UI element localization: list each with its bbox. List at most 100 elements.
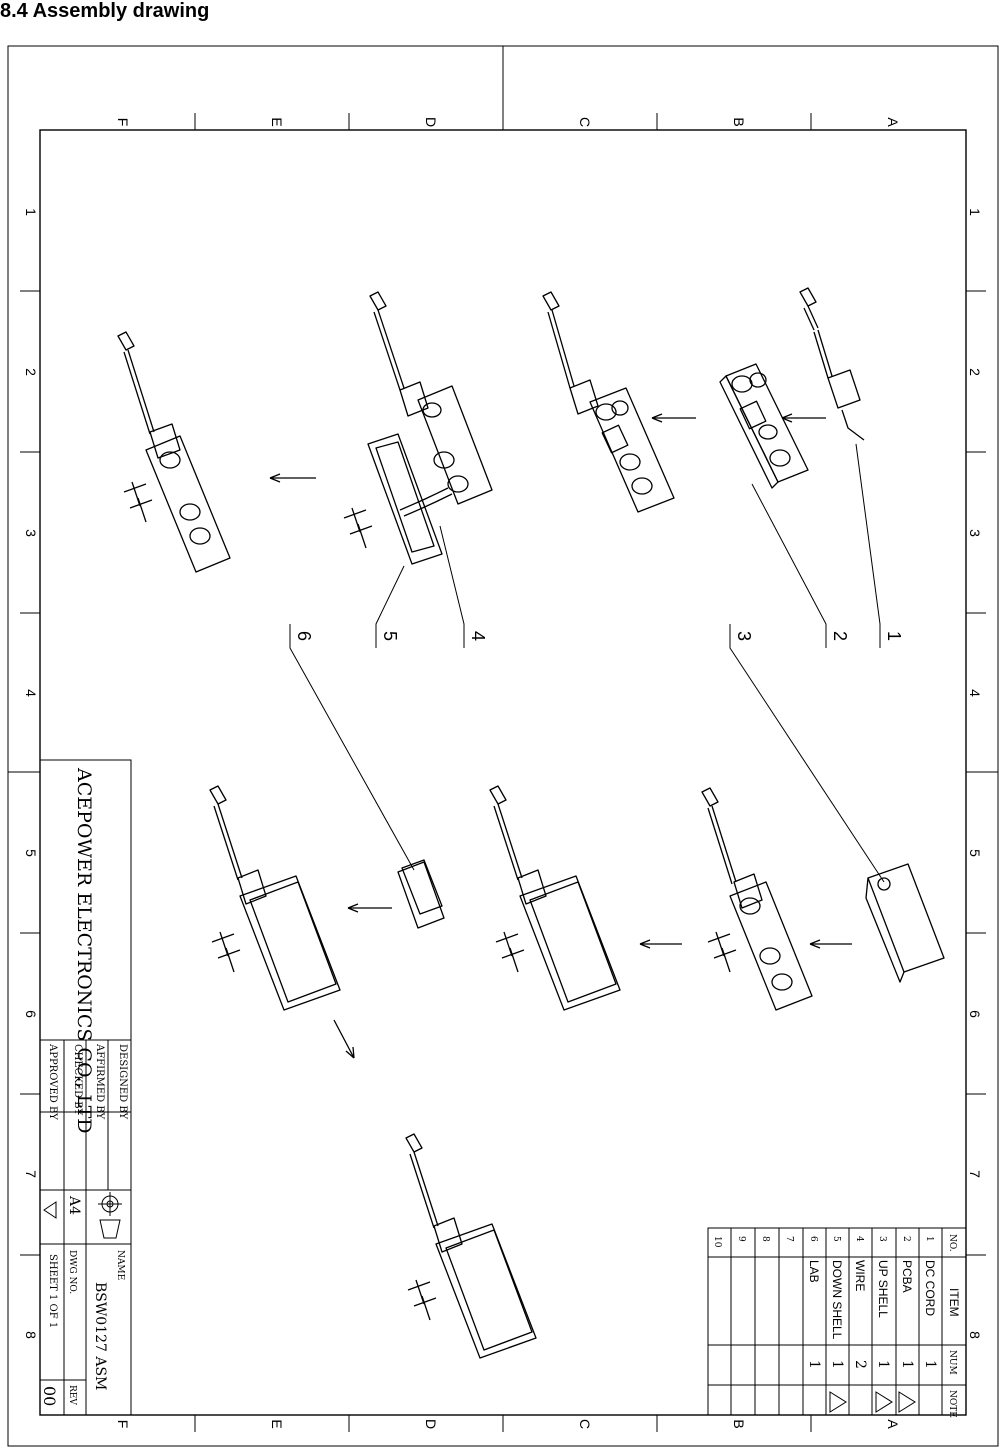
zone-letter: B bbox=[731, 1419, 747, 1428]
zone-letter: C bbox=[577, 1419, 593, 1429]
bom-row-num: 1 bbox=[875, 1360, 891, 1369]
zone-ticks bbox=[20, 113, 986, 1432]
bom-row-no: 2 bbox=[901, 1236, 911, 1242]
company-name: ACEPOWER ELECTRONICS CO., LTD bbox=[73, 767, 95, 1134]
zone-number: 4 bbox=[967, 689, 983, 697]
bom-row-num: 1 bbox=[806, 1360, 822, 1369]
zone-number: 4 bbox=[23, 689, 39, 697]
designed-by-label: DESIGNED BY bbox=[117, 1044, 128, 1120]
zone-number: 3 bbox=[967, 529, 983, 537]
bom-row-item: PCBA bbox=[900, 1260, 914, 1293]
checked-by-label: CHECKED BY bbox=[72, 1044, 83, 1115]
internal-assembly-complete bbox=[117, 331, 231, 573]
dwg-no-label: DWG NO. bbox=[67, 1250, 77, 1294]
zone-number: 1 bbox=[967, 208, 983, 216]
approved-by-label: APPROVED BY bbox=[47, 1043, 58, 1120]
zone-number: 6 bbox=[23, 1010, 39, 1018]
zone-number: 7 bbox=[23, 1170, 39, 1178]
final-adapter bbox=[405, 1133, 537, 1359]
bom-header-item: ITEM bbox=[947, 1288, 961, 1317]
bom-row-item: WIRE bbox=[853, 1260, 867, 1291]
zone-numbers-right: 1 2 3 4 5 6 7 8 bbox=[967, 208, 983, 1339]
callout-number: 5 bbox=[380, 631, 400, 641]
warning-triangle-icon bbox=[43, 1201, 57, 1219]
revision: 00 bbox=[40, 1386, 59, 1406]
drawing-name: BSW0127 ASM bbox=[92, 1282, 108, 1390]
zone-letter: A bbox=[885, 117, 901, 127]
wire-and-down-shell-assembly bbox=[343, 291, 493, 565]
bom-table bbox=[707, 1227, 967, 1416]
bom-row-no: 3 bbox=[877, 1236, 887, 1242]
zone-number: 3 bbox=[23, 529, 39, 537]
bom-row-num: 1 bbox=[829, 1360, 845, 1369]
zone-number: 6 bbox=[967, 1010, 983, 1018]
zone-letter: A bbox=[885, 1419, 901, 1429]
callout-number: 4 bbox=[468, 631, 488, 641]
zone-number: 5 bbox=[967, 849, 983, 857]
zone-letter: B bbox=[731, 117, 747, 126]
bom-row-num: 1 bbox=[899, 1360, 915, 1369]
name-label: NAME bbox=[115, 1250, 125, 1280]
title-block-text: ACEPOWER ELECTRONICS CO., LTD DESIGNED B… bbox=[40, 767, 128, 1406]
callout-number: 6 bbox=[294, 631, 314, 641]
zone-letter: F bbox=[115, 118, 131, 127]
zone-number: 1 bbox=[23, 208, 39, 216]
zone-number: 2 bbox=[23, 368, 39, 376]
zone-numbers-left: 1 2 3 4 5 6 7 8 bbox=[23, 208, 39, 1339]
bom-row-no: 8 bbox=[760, 1236, 770, 1242]
zone-letter: F bbox=[115, 1420, 131, 1429]
zone-number: 5 bbox=[23, 849, 39, 857]
bom-row-no: 5 bbox=[831, 1236, 841, 1242]
zone-number: 8 bbox=[967, 1331, 983, 1339]
bom-row-item: DOWN SHELL bbox=[830, 1260, 844, 1340]
zone-number: 8 bbox=[23, 1331, 39, 1339]
zone-letter: E bbox=[269, 1419, 285, 1428]
closed-adapter-step bbox=[489, 785, 621, 1011]
bom-header-no: NO. bbox=[947, 1234, 957, 1252]
zone-letter: D bbox=[423, 1419, 439, 1429]
bom-note-warning-icons bbox=[829, 1391, 916, 1413]
bom-row-num: 1 bbox=[922, 1360, 938, 1369]
bom-row-item: LAB bbox=[807, 1260, 821, 1283]
title-block bbox=[39, 759, 132, 1416]
bom-text: NO. ITEM NUM NOTE 1 DC CORD 1 2 PCBA 1 3… bbox=[712, 1234, 961, 1418]
bom-row-item: UP SHELL bbox=[876, 1260, 890, 1318]
zone-letters-bottom: F E D C B A bbox=[115, 1419, 901, 1429]
zone-letter: D bbox=[423, 117, 439, 127]
bom-row-no: 9 bbox=[736, 1236, 746, 1242]
callout-number: 1 bbox=[884, 631, 904, 641]
bom-row-no: 7 bbox=[784, 1236, 794, 1242]
affirmed-by-label: AFFIRMED BY bbox=[94, 1043, 105, 1119]
up-shell-part bbox=[865, 863, 945, 983]
callout-numbers: 1 2 3 4 5 6 bbox=[294, 631, 904, 641]
pcba-part bbox=[719, 363, 809, 489]
bom-row-no: 6 bbox=[808, 1236, 818, 1242]
bom-row-item: DC CORD bbox=[923, 1260, 937, 1316]
zone-number: 2 bbox=[967, 368, 983, 376]
paper-size: A4 bbox=[66, 1195, 82, 1215]
rev-label: REV bbox=[67, 1385, 77, 1405]
assembly-arrows bbox=[269, 413, 852, 1059]
bom-header-num: NUM bbox=[947, 1350, 957, 1375]
inner-frame bbox=[39, 129, 967, 1416]
callout-number: 2 bbox=[830, 631, 850, 641]
label-part bbox=[397, 859, 445, 929]
zone-number: 7 bbox=[967, 1170, 983, 1178]
dc-cord-part bbox=[799, 287, 865, 441]
pcba-with-cord-assembly bbox=[542, 291, 675, 513]
labeled-adapter bbox=[209, 785, 341, 1011]
projection-symbol-icon bbox=[98, 1192, 122, 1239]
zone-letters-top: F E D C B A bbox=[115, 117, 901, 127]
assembly-step-insert-into-shell bbox=[701, 787, 813, 1011]
callout-leaders bbox=[289, 443, 885, 883]
sheet-count: SHEET 1 OF 1 bbox=[47, 1254, 58, 1328]
bom-row-no: 1 bbox=[924, 1236, 934, 1242]
bom-row-no: 4 bbox=[854, 1236, 864, 1242]
zone-letter: E bbox=[269, 117, 285, 126]
bom-header-note: NOTE bbox=[947, 1390, 957, 1418]
bom-row-num: 2 bbox=[852, 1360, 868, 1369]
zone-letter: C bbox=[577, 117, 593, 127]
bom-row-no: 10 bbox=[712, 1236, 722, 1248]
section-heading: 8.4 Assembly drawing bbox=[0, 0, 210, 22]
